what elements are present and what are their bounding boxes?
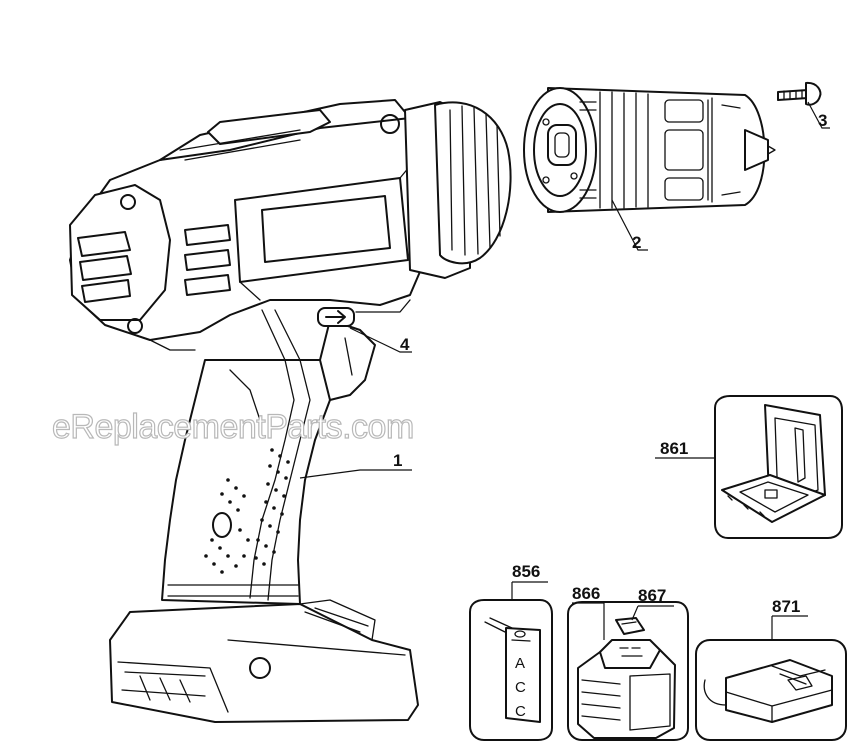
label-card: A C C	[469, 599, 553, 741]
callout-866: 866	[572, 584, 600, 603]
label-letter-c2: C	[515, 703, 526, 720]
chuck	[523, 87, 776, 213]
clutch-ring-ribs	[449, 105, 501, 256]
callout-867: 867	[638, 586, 666, 605]
grip-texture	[204, 448, 290, 574]
callout-856: 856	[512, 562, 540, 581]
charger	[695, 639, 847, 741]
callout-4: 4	[400, 335, 410, 354]
callout-861: 861	[660, 439, 688, 458]
battery-pack	[567, 601, 689, 741]
callout-labels: 1 2 3 4 861 856 866 867 871	[299, 101, 830, 640]
carrying-case	[714, 395, 843, 539]
label-letter-c1: C	[515, 679, 526, 696]
watermark-text: eReplacementParts.com	[52, 408, 414, 446]
callout-3: 3	[818, 111, 827, 130]
drill-body	[69, 99, 512, 723]
callout-2: 2	[632, 233, 641, 252]
callout-1: 1	[393, 451, 402, 470]
callout-871: 871	[772, 597, 800, 616]
screw	[777, 81, 822, 106]
chuck-ribs	[579, 91, 741, 209]
label-letter-a: A	[515, 655, 525, 672]
